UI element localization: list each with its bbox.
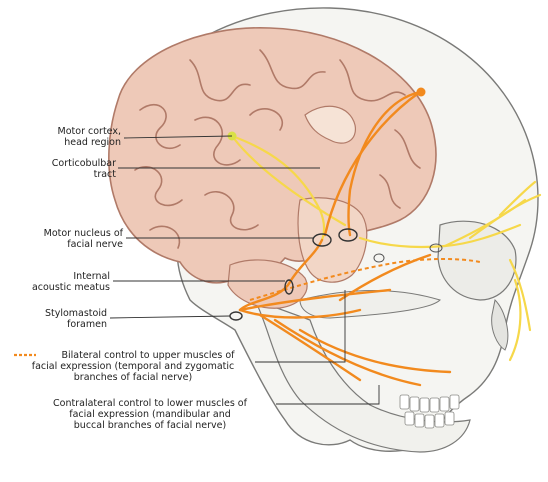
label-bilateral-line1: Bilateral control to upper muscles of (8, 350, 258, 361)
label-motor-nucleus: Motor nucleus of facial nerve (10, 228, 123, 250)
label-contralateral-line3: buccal branches of facial nerve) (24, 420, 276, 431)
label-corticobulbar: Corticobulbar tract (25, 158, 116, 180)
label-bilateral-line3: branches of facial nerve) (8, 372, 258, 383)
label-motor-cortex: Motor cortex, head region (25, 126, 121, 148)
label-stylomastoid-line2: foramen (10, 319, 107, 330)
label-corticobulbar-line1: Corticobulbar (25, 158, 116, 169)
label-bilateral-line2: facial expression (temporal and zygomati… (8, 361, 258, 372)
label-motor-nucleus-line1: Motor nucleus of (10, 228, 123, 239)
label-bilateral-control: Bilateral control to upper muscles of fa… (8, 350, 258, 383)
label-internal-meatus: Internal acoustic meatus (10, 271, 110, 293)
orange-origin-dot-icon (417, 88, 426, 97)
label-stylomastoid: Stylomastoid foramen (10, 308, 107, 330)
label-stylomastoid-line1: Stylomastoid (10, 308, 107, 319)
label-contralateral-control: Contralateral control to lower muscles o… (24, 398, 276, 431)
label-internal-meatus-line2: acoustic meatus (10, 282, 110, 293)
label-motor-cortex-line1: Motor cortex, (25, 126, 121, 137)
label-corticobulbar-line2: tract (25, 169, 116, 180)
label-contralateral-line2: facial expression (mandibular and (24, 409, 276, 420)
label-internal-meatus-line1: Internal (10, 271, 110, 282)
label-contralateral-line1: Contralateral control to lower muscles o… (24, 398, 276, 409)
label-motor-nucleus-line2: facial nerve (10, 239, 123, 250)
label-motor-cortex-line2: head region (25, 137, 121, 148)
